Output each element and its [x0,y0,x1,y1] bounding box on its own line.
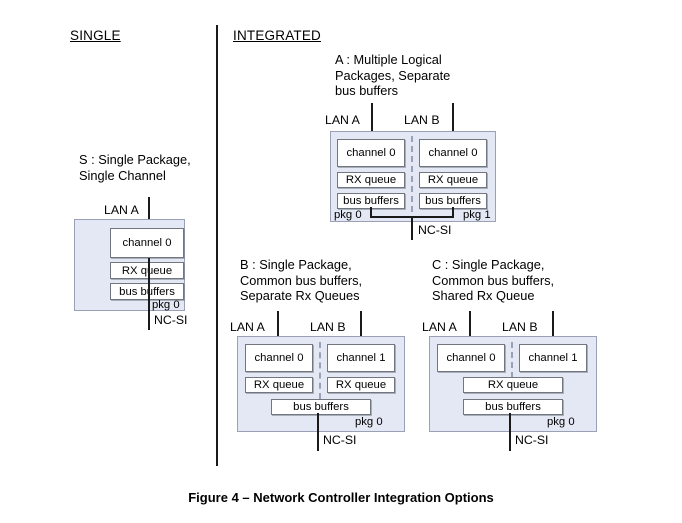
diagram-c-ncsi-wire [509,413,511,451]
diagram-a-right-ncsi-drop [452,207,454,218]
diagram-b-right-channel-1-box: channel 1 [327,344,395,372]
diagram-c-ncsi-label: NC-SI [515,433,549,447]
diagram-a-pkg-1-label: pkg 1 [463,209,491,221]
diagram-a-ncsi-label: NC-SI [418,223,452,237]
diagram-c-rx-queue-box: RX queue [463,377,563,393]
diagram-a-right-bus-buffers-box: bus buffers [419,193,487,209]
diagram-a-right-channel-0-box: channel 0 [419,139,487,167]
diagram-c-title: C : Single Package, Common bus buffers, … [432,257,555,303]
diagram-a-right-rx-queue-box: RX queue [419,172,487,188]
diagram-a-left-ncsi-drop [370,207,372,218]
diagram-b-pkg-label: pkg 0 [355,416,383,428]
column-divider [216,25,218,466]
diagram-a-title: A : Multiple Logical Packages, Separate … [335,52,451,98]
diagram-b-left-channel-0-box: channel 0 [245,344,313,372]
diagram-b-channel-divider [319,342,321,399]
diagram-s-bus-buffers-box: bus buffers [110,283,184,300]
diagram-a-lan-b-label: LAN B [404,113,440,127]
diagram-c-bus-buffers-box: bus buffers [463,399,563,415]
column-header-integrated: INTEGRATED [233,28,322,43]
diagram-b-left-rx-queue-box: RX queue [245,377,313,393]
diagram-b-right-rx-queue-box: RX queue [327,377,395,393]
diagram-a-left-channel-0-box: channel 0 [337,139,405,167]
diagram-b-title: B : Single Package, Common bus buffers, … [240,257,363,303]
diagram-b-ncsi-wire [317,413,319,451]
diagram-c-right-channel-1-box: channel 1 [519,344,587,372]
diagram-a-package-divider [411,136,413,212]
column-header-single: SINGLE [70,28,121,43]
diagram-s-rx-queue-box: RX queue [110,262,184,279]
diagram-a-lan-a-label: LAN A [325,113,360,127]
diagram-b-lan-a-label: LAN A [230,320,265,334]
diagram-c-channel-divider [511,342,513,378]
diagram-s-channel-0-box: channel 0 [110,228,184,258]
diagram-s-title: S : Single Package, Single Channel [79,152,191,183]
diagram-a-left-bus-buffers-box: bus buffers [337,193,405,209]
diagram-a-lan-a-wire [371,103,373,155]
diagram-s-ncsi-label: NC-SI [154,313,188,327]
diagram-b-bus-buffers-box: bus buffers [271,399,371,415]
diagram-c-left-channel-0-box: channel 0 [437,344,505,372]
diagram-a-pkg-0-label: pkg 0 [334,209,362,221]
diagram-s-ncsi-wire [148,258,150,330]
diagram-a-lan-b-wire [452,103,454,155]
diagram-s-pkg-label: pkg 0 [152,299,180,311]
diagram-a-ncsi-stem [411,216,413,240]
diagram-c-lan-b-label: LAN B [502,320,538,334]
diagram-c-lan-a-label: LAN A [422,320,457,334]
diagram-a-left-rx-queue-box: RX queue [337,172,405,188]
diagram-b-lan-b-label: LAN B [310,320,346,334]
diagram-s-lan-a-label: LAN A [104,203,139,217]
diagram-c-pkg-label: pkg 0 [547,416,575,428]
diagram-b-ncsi-label: NC-SI [323,433,357,447]
figure-caption: Figure 4 – Network Controller Integratio… [188,490,494,505]
